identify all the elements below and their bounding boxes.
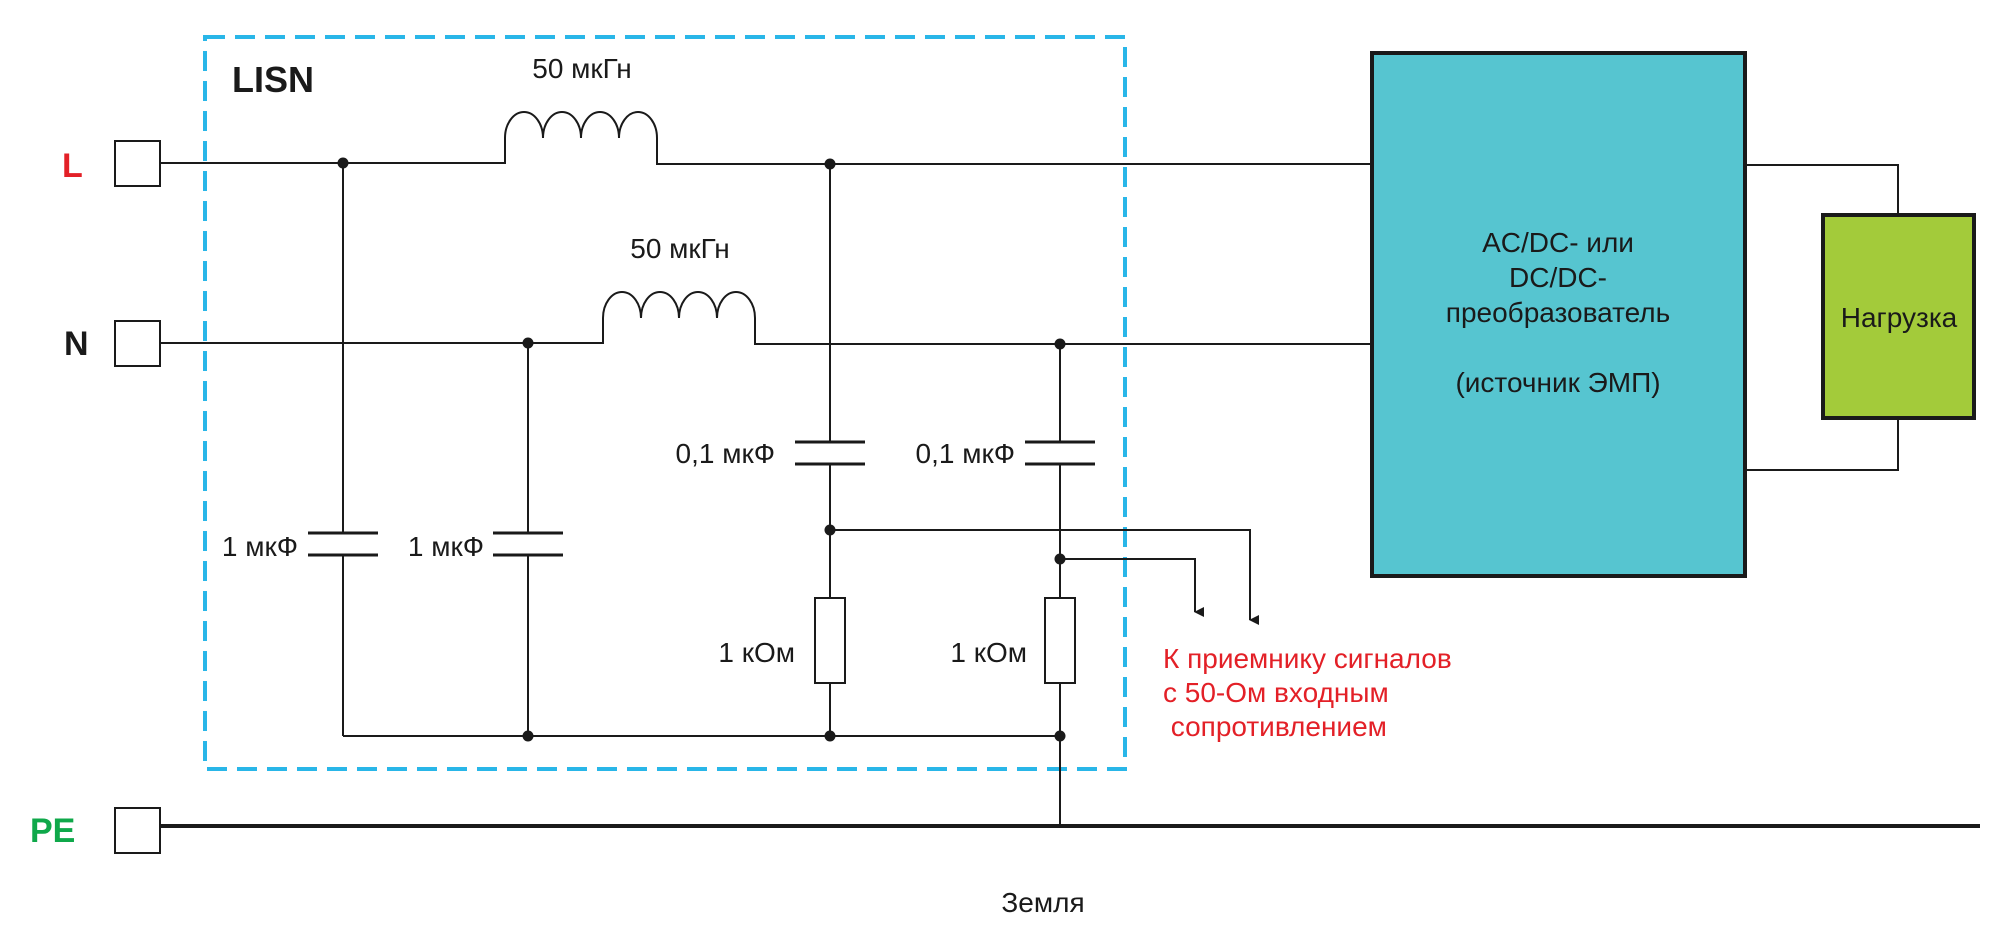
cap-1a-plates: [308, 531, 378, 557]
l-wire-right: [656, 138, 1370, 165]
terminal-pe-label: PE: [30, 812, 75, 850]
terminal-n-label: N: [64, 325, 89, 363]
inductor-l-label: 50 мкГн: [532, 53, 631, 84]
receiver-note-line-3: сопротивлением: [1163, 711, 1387, 742]
receiver-note-line-2: с 50-Ом входным: [1163, 677, 1389, 708]
inductor-l-coil: [504, 111, 658, 139]
converter-load-wire-bottom: [1745, 418, 1899, 471]
converter-line-3: преобразователь: [1446, 297, 1670, 328]
cap-01a-plates: [795, 440, 865, 466]
cap-1a-label: 1 мкФ: [222, 531, 298, 562]
junction-dot: [1054, 730, 1066, 742]
converter-line-5: (источник ЭМП): [1455, 367, 1660, 398]
l-wire: [160, 138, 506, 164]
lisn-label: LISN: [232, 59, 314, 100]
tap-b-wire: [1060, 558, 1204, 617]
tap-a-wire: [830, 529, 1259, 625]
n-wire-right: [754, 318, 1370, 345]
ground-label: Земля: [1001, 887, 1084, 918]
converter-line-1: AC/DC- или: [1482, 227, 1634, 258]
cap-1b-label: 1 мкФ: [408, 531, 484, 562]
cap-01b-label: 0,1 мкФ: [916, 438, 1016, 469]
converter-line-2: DC/DC-: [1509, 262, 1607, 293]
receiver-note-line-1: К приемнику сигналов: [1163, 643, 1452, 674]
cap-1b-plates: [493, 531, 563, 557]
junction-dot: [824, 158, 836, 170]
n-wire: [160, 318, 604, 344]
res-b: [1044, 597, 1076, 684]
inductor-n-label: 50 мкГн: [630, 233, 729, 264]
cap-01a-label: 0,1 мкФ: [676, 438, 776, 469]
junction-dot: [522, 337, 534, 349]
terminal-l-box: [114, 140, 161, 187]
load-block: [1821, 213, 1976, 420]
junction-dot: [1054, 338, 1066, 350]
res-a: [814, 597, 846, 684]
terminal-pe-box: [114, 807, 161, 854]
cap-01b-plates: [1025, 440, 1095, 466]
converter-load-wire-top: [1745, 164, 1899, 215]
junction-dot: [824, 524, 836, 536]
terminal-l-label: L: [62, 147, 83, 185]
res-b-label: 1 кОм: [950, 637, 1027, 668]
res-a-label: 1 кОм: [718, 637, 795, 668]
junction-dot: [1054, 553, 1066, 565]
junction-dot: [337, 157, 349, 169]
inductor-n-coil: [602, 291, 756, 319]
junction-dot: [824, 730, 836, 742]
lisn-enclosure: [203, 35, 1127, 771]
junction-dot: [522, 730, 534, 742]
converter-block: [1370, 51, 1747, 578]
load-label: Нагрузка: [1841, 302, 1958, 333]
terminal-n-box: [114, 320, 161, 367]
